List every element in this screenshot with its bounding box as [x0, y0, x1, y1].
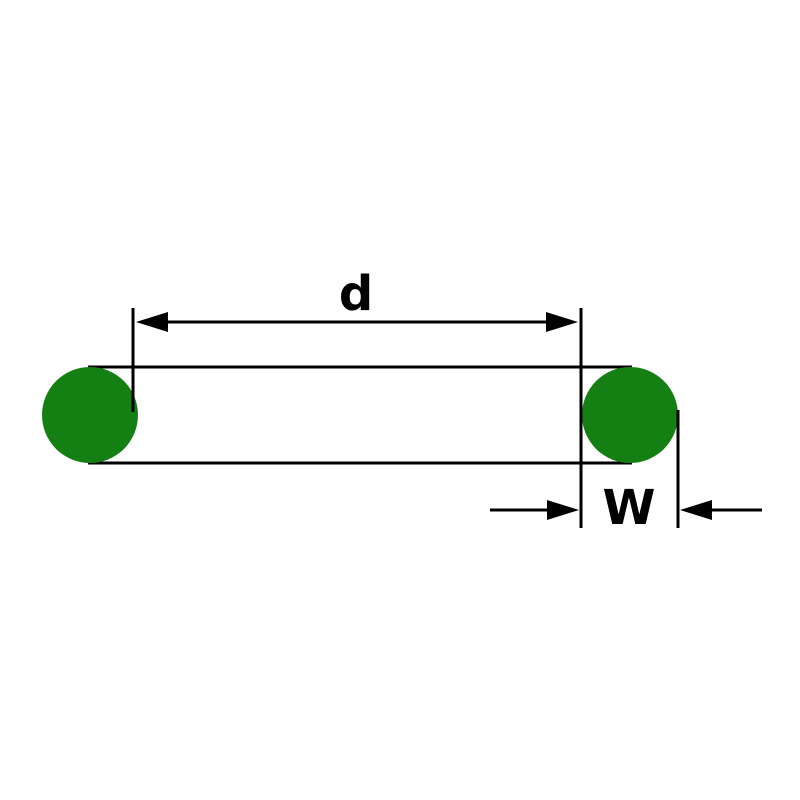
oring-cross-section-left — [42, 367, 138, 463]
w-arrowhead-left-icon — [547, 500, 579, 520]
oring-cross-section-right — [582, 367, 678, 463]
w-dimension-label: W — [603, 480, 656, 536]
d-dimension-label: d — [339, 266, 373, 322]
d-arrowhead-left-icon — [136, 312, 168, 332]
d-arrowhead-right-icon — [546, 312, 578, 332]
w-arrowhead-right-icon — [680, 500, 712, 520]
